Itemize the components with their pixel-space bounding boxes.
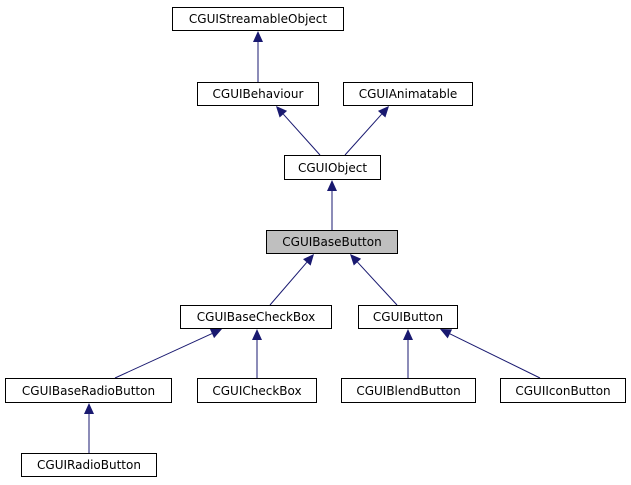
- arrowhead-icon: [252, 329, 262, 340]
- inheritance-edge: [449, 333, 541, 379]
- inheritance-edge: [269, 262, 308, 306]
- arrowhead-icon: [209, 329, 222, 339]
- class-label: CGUIStreamableObject: [188, 12, 328, 26]
- class-node-animatable[interactable]: CGUIAnimatable: [343, 82, 473, 106]
- class-label: CGUIIconButton: [515, 383, 611, 398]
- arrowhead-icon: [327, 180, 337, 191]
- arrowhead-icon: [84, 403, 94, 414]
- class-node-baseradiobutton[interactable]: CGUIBaseRadioButton: [5, 378, 172, 403]
- class-node-object[interactable]: CGUIObject: [284, 155, 381, 180]
- class-node-behaviour[interactable]: CGUIBehaviour: [197, 82, 319, 106]
- arrowhead-icon: [403, 329, 413, 340]
- class-label: CGUICheckBox: [212, 383, 302, 398]
- class-node-basebutton: CGUIBaseButton: [266, 230, 398, 254]
- class-node-checkbox[interactable]: CGUICheckBox: [197, 378, 317, 403]
- class-label: CGUIBaseCheckBox: [196, 310, 316, 324]
- class-label: CGUIButton: [372, 310, 444, 324]
- arrowhead-icon: [276, 106, 288, 118]
- arrowhead-icon: [303, 254, 314, 266]
- arrowhead-icon: [440, 329, 453, 339]
- class-label: CGUIObject: [297, 160, 368, 175]
- class-label: CGUIBaseButton: [282, 235, 382, 249]
- class-node-button[interactable]: CGUIButton: [358, 305, 458, 329]
- class-node-basecheckbox[interactable]: CGUIBaseCheckBox: [180, 305, 332, 329]
- class-node-iconbutton[interactable]: CGUIIconButton: [500, 378, 626, 403]
- arrowhead-icon: [377, 106, 389, 118]
- class-node-radiobutton[interactable]: CGUIRadioButton: [21, 453, 157, 477]
- class-label: CGUIBaseRadioButton: [21, 383, 156, 398]
- class-label: CGUIAnimatable: [358, 87, 458, 101]
- inheritance-edge: [344, 113, 383, 156]
- class-label: CGUIBlendButton: [356, 383, 461, 398]
- inheritance-edge: [282, 113, 321, 156]
- class-node-streamable[interactable]: CGUIStreamableObject: [172, 7, 344, 31]
- class-label: CGUIBehaviour: [212, 87, 304, 101]
- inheritance-edge: [114, 333, 213, 379]
- class-label: CGUIRadioButton: [37, 458, 141, 472]
- inheritance-edge: [357, 261, 398, 306]
- arrowhead-icon: [350, 254, 362, 266]
- class-node-blendbutton[interactable]: CGUIBlendButton: [341, 378, 476, 403]
- arrowhead-icon: [253, 31, 263, 42]
